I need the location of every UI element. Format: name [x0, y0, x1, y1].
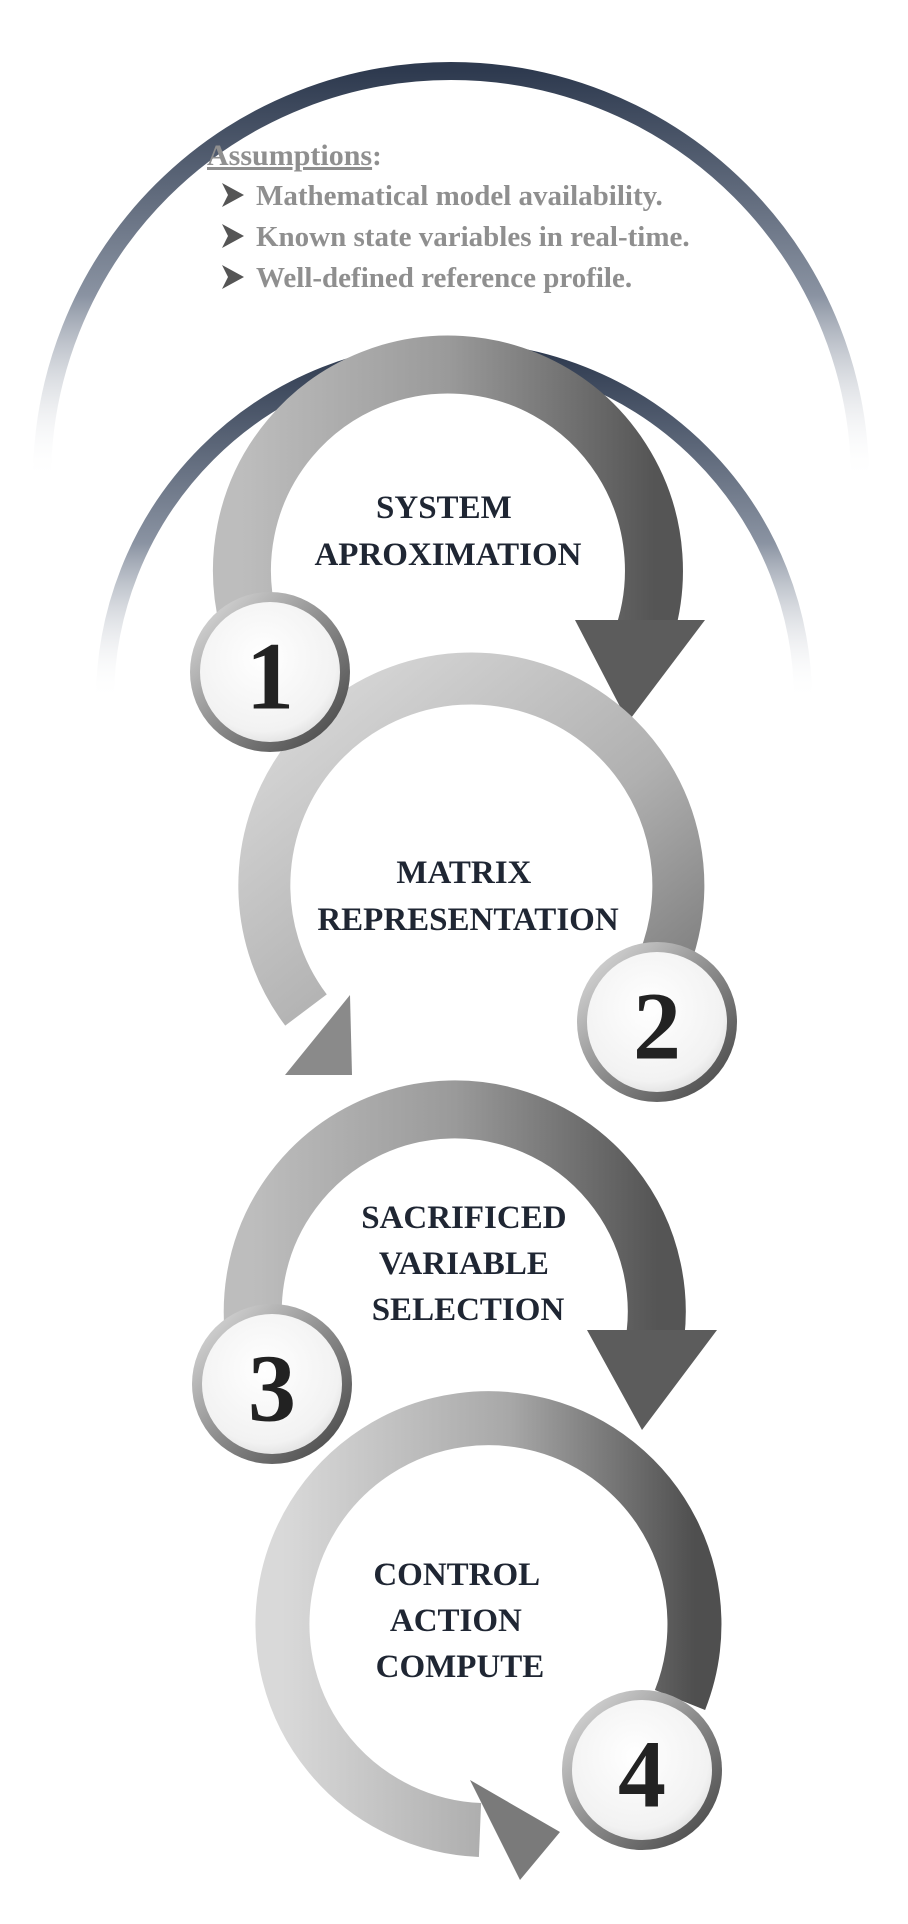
step-3-arrow	[223, 1080, 717, 1430]
step-1-label: SYSTEM APROXIMATION	[314, 490, 581, 573]
step-3-number: 3	[248, 1335, 296, 1442]
step-2-arrow	[238, 652, 705, 1075]
assumption-text: Known state variables in real-time.	[256, 221, 690, 253]
outer-dome-arc	[33, 62, 869, 481]
step-2-number: 2	[633, 973, 681, 1080]
step-1-badge: 1	[190, 592, 350, 752]
step-4-arrow	[255, 1391, 722, 1880]
assumption-item-1: Mathematical model availability.	[222, 180, 663, 212]
assumption-item-2: Known state variables in real-time.	[222, 221, 690, 253]
arrow-bullet-icon	[222, 265, 244, 289]
assumption-item-3: Well-defined reference profile.	[222, 262, 632, 294]
step-3-badge: 3	[192, 1304, 352, 1464]
svg-text:Assumptions:: Assumptions:	[207, 139, 382, 172]
arrow-bullet-icon	[222, 224, 244, 248]
step-1-arrow	[212, 335, 705, 722]
arrow-bullet-icon	[222, 183, 244, 207]
step-4-badge: 4	[562, 1690, 722, 1850]
step-1-number: 1	[246, 623, 294, 730]
step-4-number: 4	[618, 1721, 666, 1828]
step-3-label: SACRIFICED VARIABLE SELECTION	[361, 1200, 575, 1328]
assumptions-title: Assumptions	[207, 139, 372, 172]
assumptions-block: Assumptions: Mathematical model availabi…	[207, 139, 690, 294]
step-4-label: CONTROL ACTION COMPUTE	[373, 1557, 546, 1685]
step-2-badge: 2	[577, 942, 737, 1102]
step-2-label: MATRIX REPRESENTATION	[317, 855, 619, 938]
assumptions-title-colon: :	[372, 140, 382, 172]
assumption-text: Well-defined reference profile.	[256, 262, 632, 294]
assumption-text: Mathematical model availability.	[256, 180, 663, 212]
